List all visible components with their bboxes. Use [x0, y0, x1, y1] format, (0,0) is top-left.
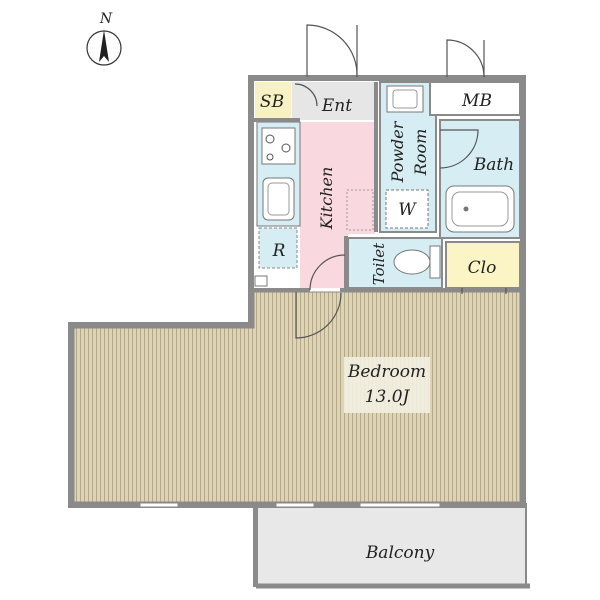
- washer-space: [385, 189, 429, 229]
- powder-room-label-2: Room: [411, 129, 430, 176]
- toilet-door-icon: [309, 254, 346, 291]
- powder-room-label-1: Powder: [388, 120, 407, 183]
- compass: N: [86, 11, 122, 66]
- toilet-tank-icon: [429, 245, 441, 279]
- entrance-label: Ent: [321, 96, 352, 116]
- balcony-area: [253, 503, 527, 587]
- windows: [139, 502, 441, 508]
- bedroom-label: Bedroom: [347, 362, 426, 382]
- bedroom-label-box: [344, 357, 430, 413]
- mb-door-icon: [446, 39, 485, 78]
- doors: [294, 24, 507, 339]
- refrigerator-label: R: [272, 241, 286, 261]
- sb-label: SB: [260, 92, 284, 112]
- sb-storage: [255, 82, 291, 118]
- bath-door-icon: [439, 129, 479, 169]
- kitchen-floor: [300, 122, 375, 234]
- entrance-area: [292, 82, 375, 120]
- sb-door-icon: [294, 83, 318, 107]
- mb-box: [429, 81, 521, 116]
- entrance-door-icon: [306, 24, 358, 78]
- north-arrow-icon: [99, 30, 109, 62]
- refrigerator-space: [258, 227, 298, 269]
- closet: [445, 241, 521, 289]
- sink-icon: [262, 177, 295, 221]
- mb-label: MB: [461, 91, 492, 111]
- bathtub-icon: [445, 185, 515, 233]
- washer-label: W: [398, 200, 417, 220]
- toilet-bowl-icon: [393, 249, 431, 275]
- balcony-label: Balcony: [365, 543, 435, 563]
- bedroom-size-label: 13.0J: [365, 387, 411, 407]
- toilet-label: Toilet: [370, 242, 388, 285]
- bath-label: Bath: [473, 155, 514, 175]
- interior-walls: [254, 82, 520, 292]
- kitchen-label: Kitchen: [317, 167, 336, 231]
- closet-label: Clo: [468, 258, 497, 278]
- bedroom-door-icon: [295, 292, 342, 339]
- north-label: N: [99, 11, 113, 27]
